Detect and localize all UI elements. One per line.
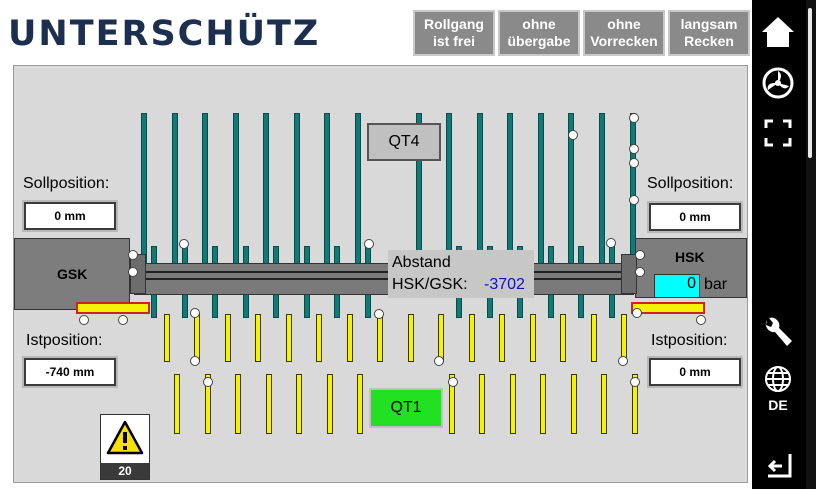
sensor-indicator (203, 377, 213, 387)
rail-line (134, 271, 634, 273)
yellow-bar (408, 314, 414, 362)
distance-label-line2: HSK/GSK: (392, 276, 468, 293)
pressure-unit: bar (704, 276, 728, 293)
yellow-bar (377, 314, 383, 362)
yellow-bar-lower (174, 374, 180, 434)
sensor-indicator (79, 315, 89, 325)
distance-label-line1: Abstand (392, 254, 451, 271)
qt1-button[interactable]: QT1 (369, 388, 443, 428)
right-ist-label: Istposition: (651, 332, 728, 349)
gsk-label: GSK (57, 266, 88, 282)
yellow-bar-lower (235, 374, 241, 434)
fan-icon[interactable] (752, 66, 804, 100)
yellow-bar (530, 314, 536, 362)
sensor-indicator (629, 113, 639, 123)
yellow-bar-lower (449, 374, 455, 434)
langsam-recken-button[interactable]: langsam Recken (668, 10, 750, 56)
right-soll-field[interactable]: 0 mm (647, 201, 743, 233)
yellow-bar-lower (296, 374, 302, 434)
gsk-yellow-plate (76, 302, 150, 314)
sensor-indicator (364, 239, 374, 249)
language-label[interactable]: DE (768, 397, 788, 413)
left-soll-label: Sollposition: (23, 175, 110, 192)
hsk-yellow-plate (631, 302, 705, 314)
yellow-bar (347, 314, 353, 362)
yellow-bar (255, 314, 261, 362)
yellow-bar (499, 314, 505, 362)
left-ist-field[interactable]: -740 mm (22, 356, 118, 388)
sensor-indicator (629, 158, 639, 168)
warning-icon (106, 420, 144, 461)
rail-line (134, 278, 634, 280)
sensor-indicator (190, 308, 200, 318)
yellow-bar-lower (601, 374, 607, 434)
hsk-label: HSK (675, 249, 705, 265)
brand-logo: UNTERSCHÜTZ (8, 14, 321, 54)
yellow-bar-lower (479, 374, 485, 434)
yellow-bar-lower (571, 374, 577, 434)
yellow-bar-lower (205, 374, 211, 434)
yellow-bar (560, 314, 566, 362)
sensor-indicator (630, 377, 640, 387)
yellow-bar (591, 314, 597, 362)
pressure-field[interactable]: 0 (654, 274, 700, 298)
yellow-bar (194, 314, 200, 362)
sensor-indicator (190, 356, 200, 366)
yellow-bar (438, 314, 444, 362)
yellow-bar (316, 314, 322, 362)
left-ist-label: Istposition: (26, 332, 103, 349)
alarm-button[interactable]: 20 (100, 414, 150, 480)
sensor-indicator (629, 195, 639, 205)
sensor-indicator (696, 315, 706, 325)
ohne-vorrecken-button[interactable]: ohne Vorrecken (583, 10, 665, 56)
main-panel: GSK HSK 0 bar Abstand HSK/GSK: -3702 (13, 65, 748, 483)
scrollbar-thumb[interactable] (808, 8, 812, 158)
home-icon[interactable] (752, 14, 804, 50)
sensor-indicator (448, 377, 458, 387)
yellow-bar-lower (510, 374, 516, 434)
gsk-block (14, 238, 130, 310)
distance-box (388, 250, 534, 298)
globe-icon[interactable] (752, 364, 804, 394)
alarm-count: 20 (101, 463, 149, 479)
sensor-indicator (568, 130, 578, 140)
ohne-uebergabe-button[interactable]: ohne übergabe (498, 10, 580, 56)
sensor-indicator (128, 250, 138, 260)
sensor-indicator (374, 309, 384, 319)
yellow-bar (621, 314, 627, 362)
right-ist-field[interactable]: 0 mm (647, 356, 743, 388)
scrollbar-track[interactable] (806, 0, 816, 489)
sensor-indicator (606, 238, 616, 248)
right-soll-label: Sollposition: (647, 175, 734, 192)
sensor-indicator (629, 144, 639, 154)
distance-value: -3702 (484, 276, 525, 293)
yellow-bar-lower (266, 374, 272, 434)
yellow-bar (225, 314, 231, 362)
sensor-indicator (179, 239, 189, 249)
wrench-icon[interactable] (752, 316, 804, 350)
yellow-bar (469, 314, 475, 362)
exit-icon[interactable] (752, 448, 804, 480)
sensor-indicator (635, 250, 645, 260)
sensor-indicator (434, 356, 444, 366)
fullscreen-icon[interactable] (752, 118, 804, 148)
yellow-bar (164, 314, 170, 362)
right-sidebar: DE (752, 0, 816, 489)
sensor-indicator (635, 267, 645, 277)
yellow-bar (286, 314, 292, 362)
sensor-indicator (118, 315, 128, 325)
yellow-bar-lower (327, 374, 333, 434)
yellow-bar-lower (357, 374, 363, 434)
sensor-indicator (128, 267, 138, 277)
left-soll-field[interactable]: 0 mm (22, 200, 118, 232)
rollgang-ist-frei-button[interactable]: Rollgang ist frei (413, 10, 495, 56)
yellow-bar-lower (540, 374, 546, 434)
sensor-indicator (632, 308, 642, 318)
qt4-button[interactable]: QT4 (367, 123, 441, 161)
yellow-bar-lower (632, 374, 638, 434)
sensor-indicator (618, 356, 628, 366)
